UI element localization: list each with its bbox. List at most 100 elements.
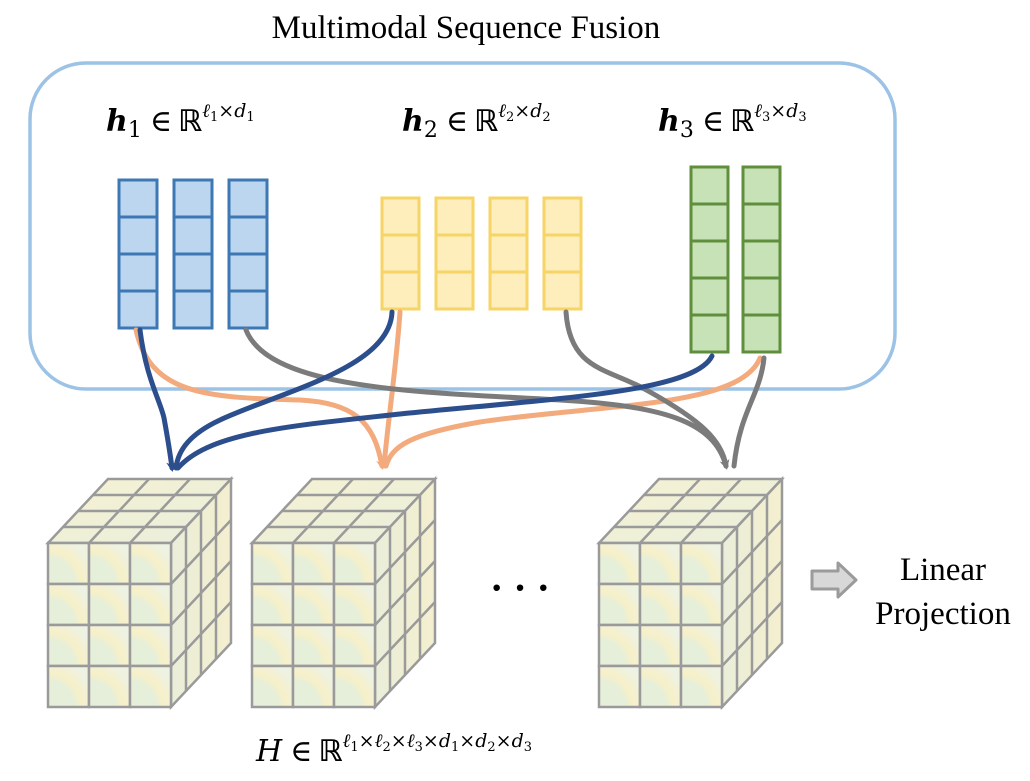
cube-grid-line [721,519,783,585]
cube-front-cell [46,582,91,627]
cube-front-cell [638,582,683,627]
modality-columns-h1 [117,178,269,330]
edge-h2-to-tensor2 [381,309,403,469]
column-h3-1 [689,165,730,354]
column-h1-3 [227,178,269,330]
cell-h2 [434,196,475,237]
cube-front-cell [597,623,642,668]
column-h1-2 [172,178,214,330]
cell-h1 [117,289,159,330]
edge-h2-to-tensor1 [173,309,395,471]
column-h2-3 [488,196,529,311]
tensor-cube-1 [45,475,234,711]
cell-h1 [227,215,269,256]
cell-h3 [689,276,730,317]
cell-h2 [380,270,421,311]
cell-h2 [380,196,421,237]
edge-h3-to-tensor3 [731,355,767,469]
tensor-label: H∈ℝℓ1×ℓ2×ℓ3×d1×d2×d3 [255,730,532,769]
cube-grid-line [170,519,232,585]
cell-h3 [689,239,730,280]
cell-h1 [172,178,214,219]
column-h2-1 [380,196,421,311]
fusion-box [28,61,897,391]
edge-h3-to-tensor2 [383,355,763,469]
cell-h2 [488,270,529,311]
cube-front-cell [679,664,724,709]
cell-h3 [689,313,730,354]
cube-front-cell [250,541,295,586]
label-h1: h1∈ℝℓ1×d1 [106,100,255,143]
cube-front-cell [87,623,132,668]
cube-front-cell [638,541,683,586]
tensor-cube-3 [596,475,785,711]
cube-grid-line [721,560,783,626]
cube-grid-line [639,478,701,544]
cube-front-cell [128,664,173,709]
modality-columns-h2 [380,196,583,311]
cube-front-cell [679,582,724,627]
cell-h2 [542,270,583,311]
column-h1-1 [117,178,159,330]
edge-h2-to-tensor3 [563,309,729,469]
cube-front-cell [638,623,683,668]
cell-h2 [488,233,529,274]
cube-front-cell [291,541,336,586]
cube-front-cell [128,623,173,668]
cube-front-cell [332,582,377,627]
cell-h1 [117,215,159,256]
cube-front-cell [291,664,336,709]
cube-front-cell [679,541,724,586]
ellipsis: · · · [490,565,550,610]
label-h3: h3∈ℝℓ3×d3 [658,100,807,143]
cell-h1 [172,289,214,330]
fusion-tensors [45,475,785,711]
label-h2: h2∈ℝℓ2×d2 [402,100,551,143]
cell-h3 [689,202,730,243]
cube-front-cell [128,582,173,627]
modality-columns-h3 [689,165,782,354]
cube-front-cell [332,664,377,709]
cube-front-cell [46,623,91,668]
cell-h1 [227,178,269,219]
cell-h3 [741,239,782,280]
cube-front-cell [250,664,295,709]
tensor-cube-2 [249,475,438,711]
cube-grid-line [374,560,436,626]
cell-h3 [689,165,730,206]
cube-grid-line [170,560,232,626]
cube-front-cell [87,582,132,627]
cube-grid-line [374,601,436,667]
edge-h1-to-tensor1 [137,327,177,472]
cube-front-cell [291,582,336,627]
cube-grid-line [721,601,783,667]
connection-edges [133,309,767,472]
cell-h2 [488,196,529,237]
cell-h2 [542,196,583,237]
cube-grid-line [333,478,395,544]
cell-h1 [172,252,214,293]
cube-grid-line [292,478,354,544]
cube-grid-line [374,519,436,585]
cell-h1 [227,289,269,330]
cell-h2 [434,270,475,311]
column-h2-2 [434,196,475,311]
cell-h3 [741,165,782,206]
cube-grid-line [129,478,191,544]
edge-h1-to-tensor3 [243,327,730,470]
column-h3-2 [741,165,782,354]
cube-front-cell [291,623,336,668]
cell-h2 [434,233,475,274]
cube-front-cell [87,541,132,586]
cube-front-cell [597,664,642,709]
output-arrow-icon [810,561,858,599]
cube-front-cell [128,541,173,586]
cube-grid-line [170,601,232,667]
cube-front-cell [332,623,377,668]
cell-h1 [117,178,159,219]
diagram-title: Multimodal Sequence Fusion [272,10,661,46]
cell-h3 [741,313,782,354]
cell-h3 [741,202,782,243]
cube-front-cell [250,582,295,627]
cube-front-cell [250,623,295,668]
